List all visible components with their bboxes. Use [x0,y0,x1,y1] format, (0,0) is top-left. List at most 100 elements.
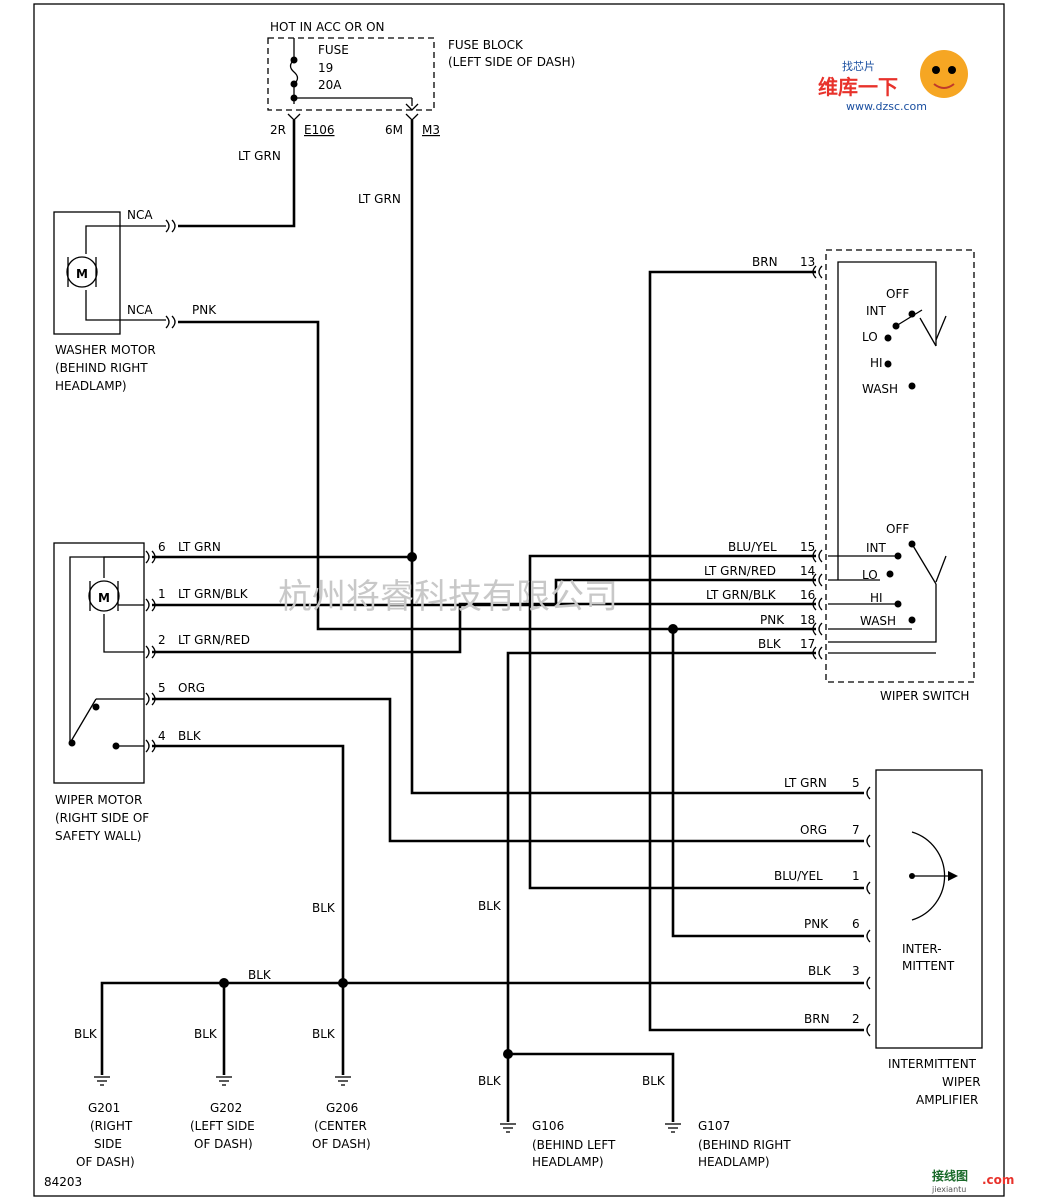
wire-label-bluyel-amp: BLU/YEL [774,869,823,883]
fuse-label: FUSE [318,43,349,57]
wire-label-blk-switch: BLK [758,637,782,651]
wiper-motor-label-2: (RIGHT SIDE OF [55,811,149,825]
switch-pin-13: 13 [800,255,815,269]
switch-label-lo-bottom: LO [862,568,878,582]
footer-logo-com: .com [982,1173,1014,1187]
wires: LT GRN LT GRN PNK LT GRN LT GRN/BLK LT G… [100,120,864,1122]
wiper-switch-title: WIPER SWITCH [880,689,969,703]
switch-label-wash-bottom: WASH [860,614,896,628]
amp-pin-6: 6 [852,917,860,931]
switch-label-hi-bottom: HI [870,591,883,605]
wiper-motor: M 6 1 2 5 4 WIPER MOTOR (RIGHT SIDE OF S… [53,540,166,843]
fuse-block-outline [267,37,435,111]
svg-text:HEADLAMP): HEADLAMP) [698,1155,770,1169]
switch-pin-18: 18 [800,613,815,627]
svg-text:(BEHIND RIGHT: (BEHIND RIGHT [698,1138,791,1152]
fuse-block-title: FUSE BLOCK [448,38,524,52]
connector-e106: E106 [304,123,335,137]
logo-url: www.dzsc.com [846,100,927,113]
amp-label-2: MITTENT [902,959,955,973]
connector-m3: M3 [422,123,440,137]
footer-logo-sub: jiexiantu [931,1185,966,1194]
wire-label-ltgrnblk-switch: LT GRN/BLK [706,588,777,602]
svg-text:HEADLAMP): HEADLAMP) [532,1155,604,1169]
diagram-frame [33,3,1005,1197]
ground-g201: G201 (RIGHT SIDE OF DASH) [76,1076,135,1169]
washer-label-2: (BEHIND RIGHT [55,361,148,375]
wire-label-blk-g206: BLK [312,1027,336,1041]
connector-pin-6m: 6M [385,123,403,137]
logo-main-text: 维库一下 [818,75,898,99]
switch-label-int-top: INT [866,304,887,318]
logo-top-text: 找芯片 [842,59,875,73]
wire-label-blk-g107: BLK [642,1074,666,1088]
svg-text:SIDE: SIDE [94,1137,122,1151]
switch-label-hi-top: HI [870,356,883,370]
wire-label-ltgrnred-switch: LT GRN/RED [704,564,776,578]
washer-nca-bottom: NCA [127,303,153,317]
ground-wire-labels: BLK BLK BLK BLK BLK BLK BLK BLK [74,899,666,1088]
wiper-pin-5: 5 [158,681,166,695]
amp-label-1: INTER- [902,942,942,956]
figure-number: 84203 [44,1175,82,1189]
wire-label-ltgrn-fuse: LT GRN [238,149,281,163]
wire-label-pin2: LT GRN/RED [178,633,250,647]
ground-g107: G107 (BEHIND RIGHT HEADLAMP) [665,1119,791,1169]
connector-pin-2r: 2R [270,123,286,137]
wire-label-pin6: LT GRN [178,540,221,554]
wire-label-brn-amp: BRN [804,1012,830,1026]
svg-text:(CENTER: (CENTER [314,1119,367,1133]
wire-label-blk-vertical: BLK [312,901,336,915]
washer-motor: M NCA NCA WASHER MOTOR (BEHIND RIGHT HEA… [53,208,176,393]
washer-label-1: WASHER MOTOR [55,343,156,357]
wiper-pin-4: 4 [158,729,166,743]
wire-label-brn-switch: BRN [752,255,778,269]
svg-text:(RIGHT: (RIGHT [90,1119,133,1133]
wire-label-pin4: BLK [178,729,202,743]
wire-label-pnk-washer: PNK [192,303,217,317]
ground-icon-g106: G106 [532,1119,564,1133]
wire-label-pnk-amp: PNK [804,917,829,931]
wire-label-pnk-switch: PNK [760,613,785,627]
washer-motor-icon [66,256,98,288]
footer-logo: 接线图 jiexiantu .com [931,1168,1014,1194]
ground-icon-g202: G202 [210,1101,242,1115]
svg-text:(LEFT SIDE: (LEFT SIDE [190,1119,255,1133]
washer-label-3: HEADLAMP) [55,379,127,393]
switch-label-wash-top: WASH [862,382,898,396]
wire-label-blk-g106: BLK [478,1074,502,1088]
washer-nca-top: NCA [127,208,153,222]
amp-pin-1: 1 [852,869,860,883]
watermark-text: 杭州将睿科技有限公司 [278,577,618,617]
wire-label-pin5: ORG [178,681,205,695]
svg-text:OF DASH): OF DASH) [76,1155,135,1169]
wiper-motor-label-3: SAFETY WALL) [55,829,141,843]
footer-logo-text: 接线图 [932,1168,968,1183]
intermittent-amplifier: INTER- MITTENT LT GRN 5 ORG 7 BLU/YEL 1 … [774,769,983,1107]
wire-label-ltgrn-amp: LT GRN [784,776,827,790]
fuse-rating: 20A [318,78,342,92]
switch-pin-17: 17 [800,637,815,651]
amp-title-3: AMPLIFIER [916,1093,978,1107]
switch-label-off-top: OFF [886,287,909,301]
amp-title-1: INTERMITTENT [888,1057,977,1071]
ground-icon-g107: G107 [698,1119,730,1133]
wire-label-org-amp: ORG [800,823,827,837]
wiper-switch: BRN 13 OFF INT LO HI WASH OFF INT LO HI … [704,249,975,703]
switch-label-off-bottom: OFF [886,522,909,536]
fuse-block-location: (LEFT SIDE OF DASH) [448,55,575,69]
amp-pin-2: 2 [852,1012,860,1026]
svg-text:(BEHIND LEFT: (BEHIND LEFT [532,1138,616,1152]
amp-pin-5: 5 [852,776,860,790]
ground-g202: G202 (LEFT SIDE OF DASH) [190,1076,255,1151]
switch-pin-16: 16 [800,588,815,602]
svg-text:M: M [76,267,88,281]
wire-label-blk-g201: BLK [74,1027,98,1041]
svg-text:M: M [98,591,110,605]
switch-pin-14: 14 [800,564,815,578]
dzsc-logo: 找芯片 维库一下 www.dzsc.com [818,50,968,113]
ground-g206: G206 (CENTER OF DASH) [312,1076,371,1151]
wiper-pin-6: 6 [158,540,166,554]
amp-pin-3: 3 [852,964,860,978]
